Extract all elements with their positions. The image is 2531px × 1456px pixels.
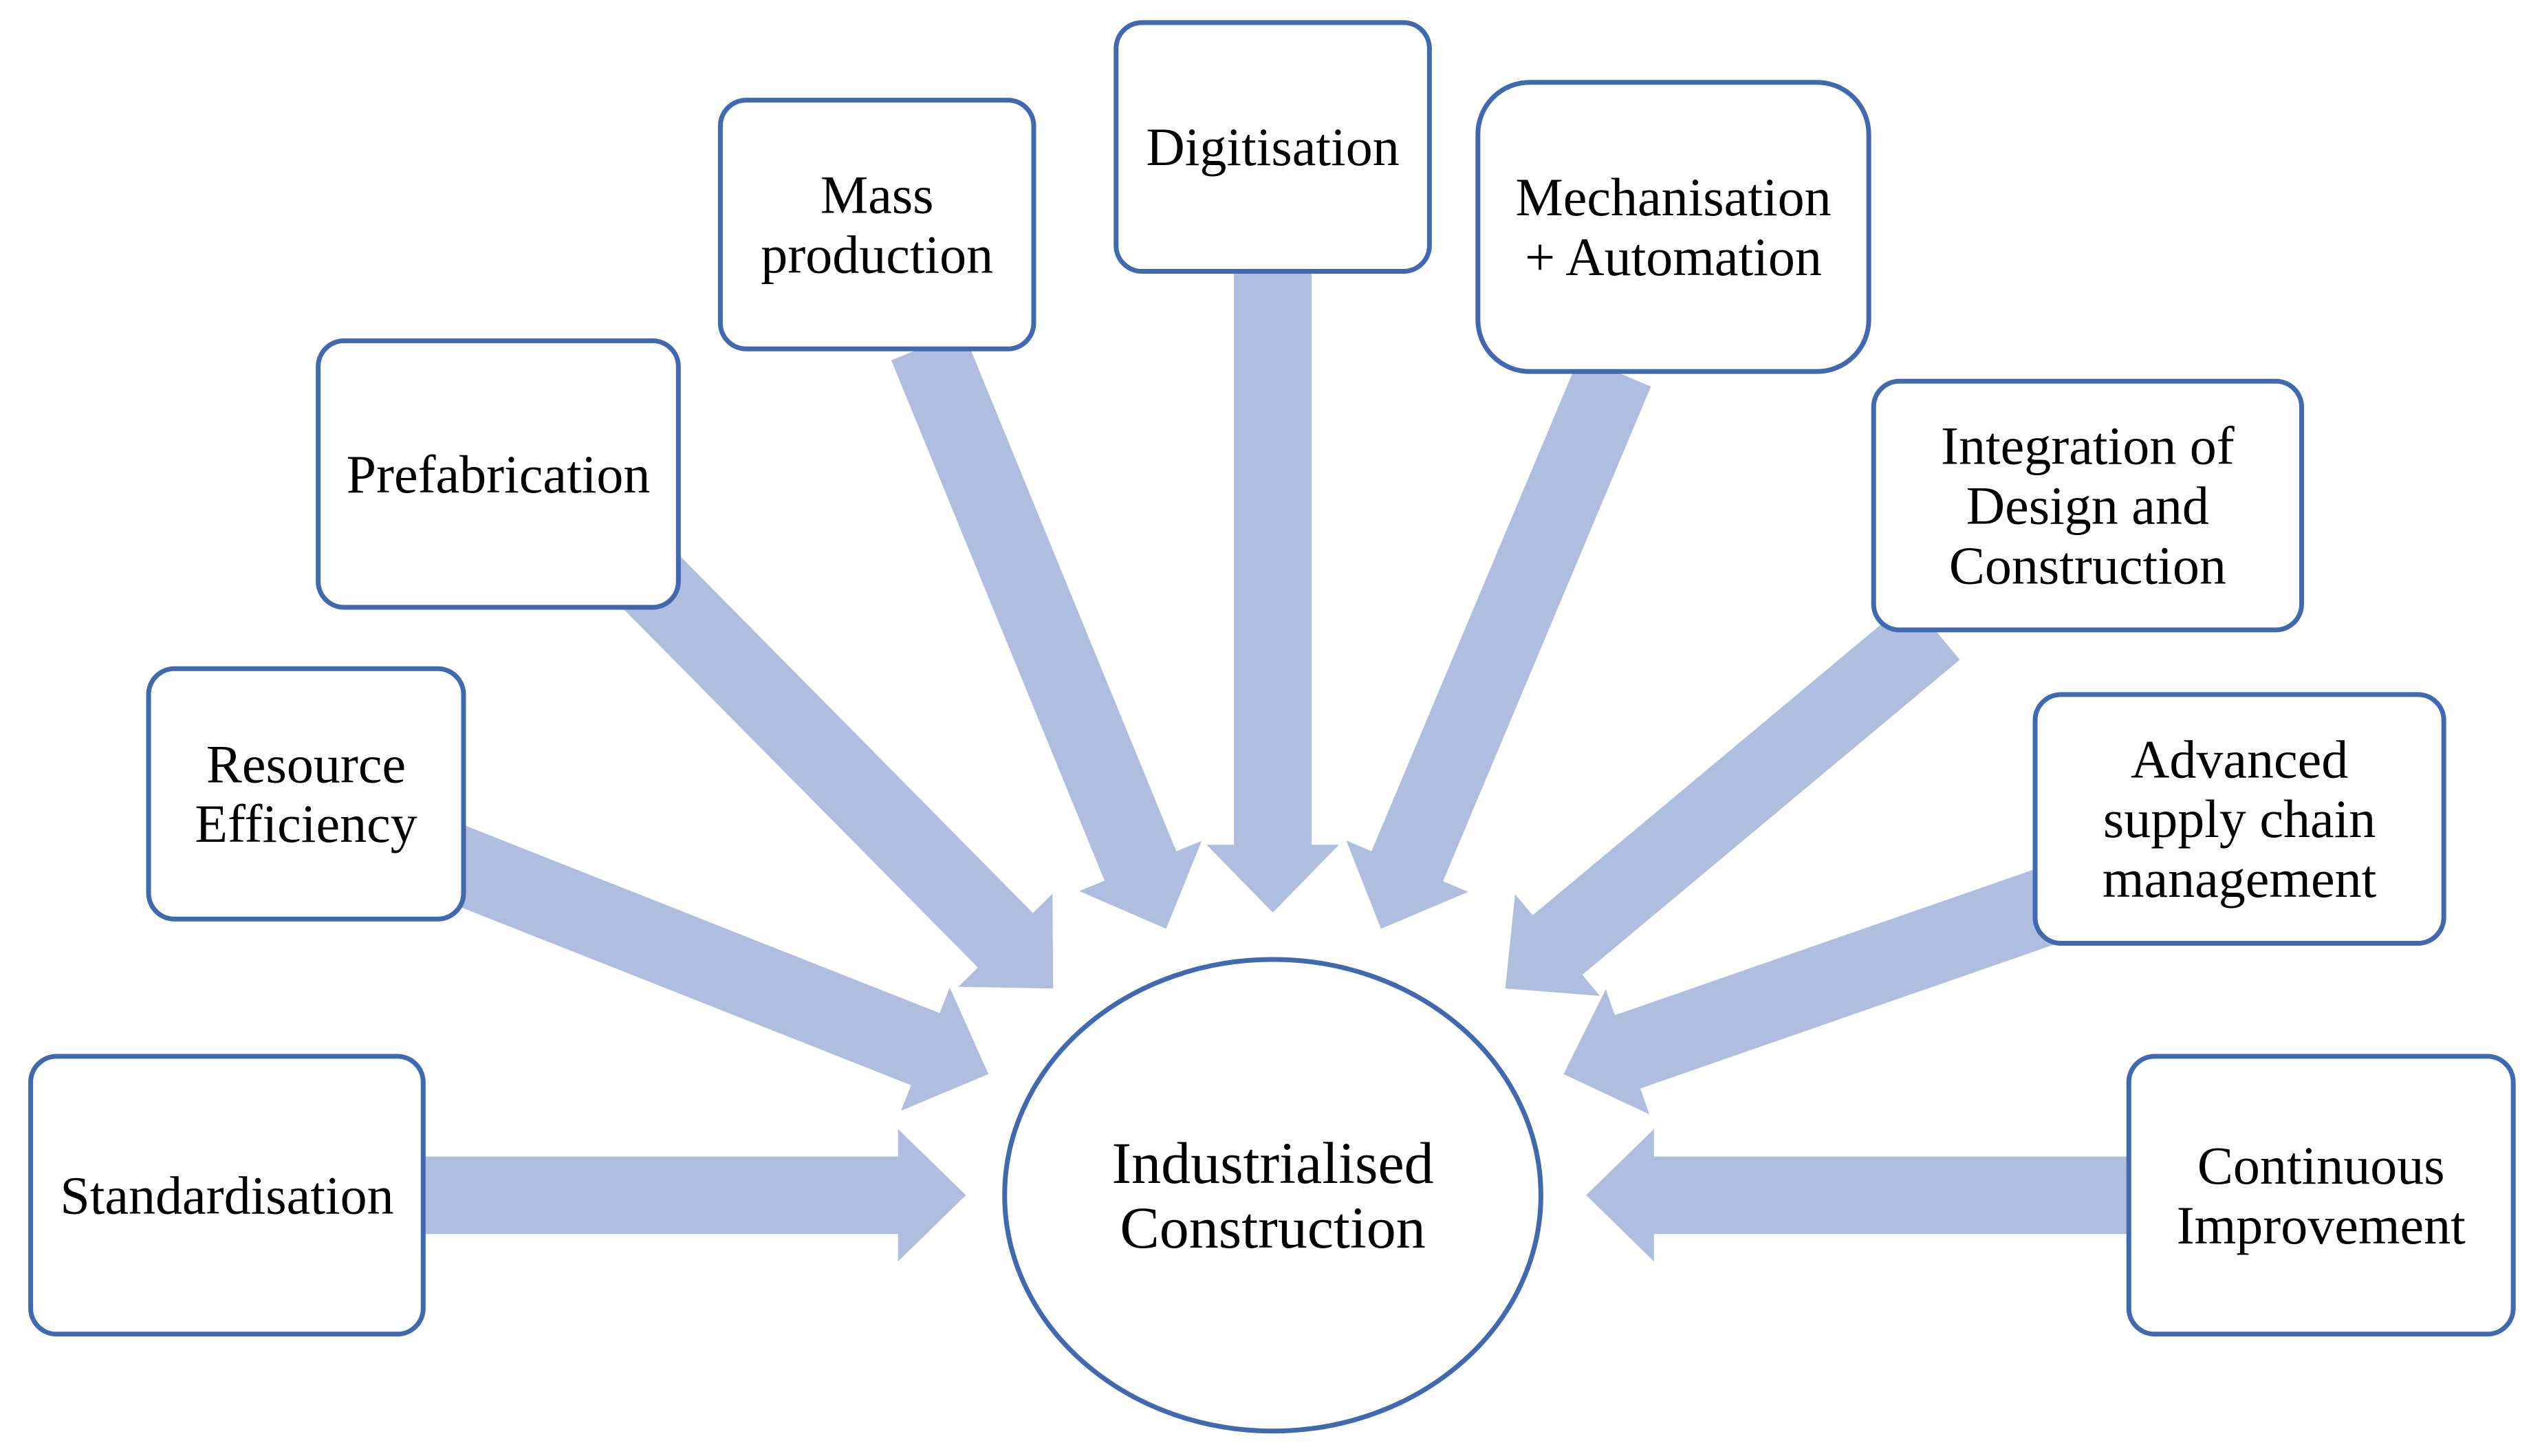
arrow-prefabrication (604, 534, 1054, 989)
node-label-mass-production: production (761, 224, 993, 284)
hub-ellipse (1002, 957, 1543, 1434)
node-label-mechanisation-automation: + Automation (1525, 227, 1822, 287)
hub-label-line-2: Construction (1120, 1195, 1425, 1261)
node-box-resource-efficiency (146, 666, 466, 922)
node-box-standardisation (28, 1054, 426, 1337)
arrow-continuous-improvement (1586, 1129, 2129, 1262)
node-box-continuous-improvement (2126, 1054, 2516, 1337)
node-label-continuous-improvement: Improvement (2177, 1195, 2466, 1255)
node-label-prefabrication: Prefabrication (347, 444, 651, 504)
node-label-mechanisation-automation: Mechanisation (1515, 167, 1831, 227)
arrow-integration-design-construction (1505, 600, 1960, 996)
node-label-resource-efficiency: Resource (206, 734, 406, 794)
arrow-resource-efficiency (435, 825, 989, 1111)
node-standardisation: Standardisation (28, 1054, 426, 1337)
node-box-advanced-supply-chain (2032, 692, 2446, 946)
node-prefabrication: Prefabrication (316, 338, 681, 610)
node-mechanisation-automation: Mechanisation+ Automation (1475, 80, 1871, 374)
node-label-integration-design-construction: Integration of (1941, 416, 2235, 476)
node-box-mechanisation-automation (1475, 80, 1871, 374)
arrow-digitisation (1206, 271, 1339, 913)
arrows-layer (423, 271, 2129, 1262)
node-label-integration-design-construction: Design and (1966, 476, 2209, 536)
hub-label-line-1: Industrialised (1111, 1130, 1433, 1196)
node-label-mass-production: Mass (821, 164, 934, 224)
node-label-advanced-supply-chain: management (2103, 849, 2377, 909)
node-label-resource-efficiency: Efficiency (195, 794, 417, 854)
node-box-mass-production (717, 98, 1036, 351)
arrow-standardisation (423, 1129, 966, 1262)
node-label-advanced-supply-chain: supply chain (2103, 789, 2376, 849)
node-label-standardisation: Standardisation (60, 1165, 393, 1225)
node-box-integration-design-construction (1871, 378, 2305, 633)
node-digitisation: Digitisation (1114, 20, 1432, 274)
arrow-advanced-supply-chain (1563, 867, 2064, 1115)
node-label-digitisation: Digitisation (1146, 117, 1399, 177)
node-box-digitisation (1114, 20, 1432, 274)
arrow-mechanisation-automation (1346, 356, 1651, 929)
node-label-continuous-improvement: Continuous (2197, 1136, 2445, 1195)
node-label-advanced-supply-chain: Advanced (2131, 729, 2348, 789)
node-box-prefabrication (316, 338, 681, 610)
node-label-integration-design-construction: Construction (1949, 535, 2226, 595)
arrow-mass-production (891, 331, 1202, 929)
